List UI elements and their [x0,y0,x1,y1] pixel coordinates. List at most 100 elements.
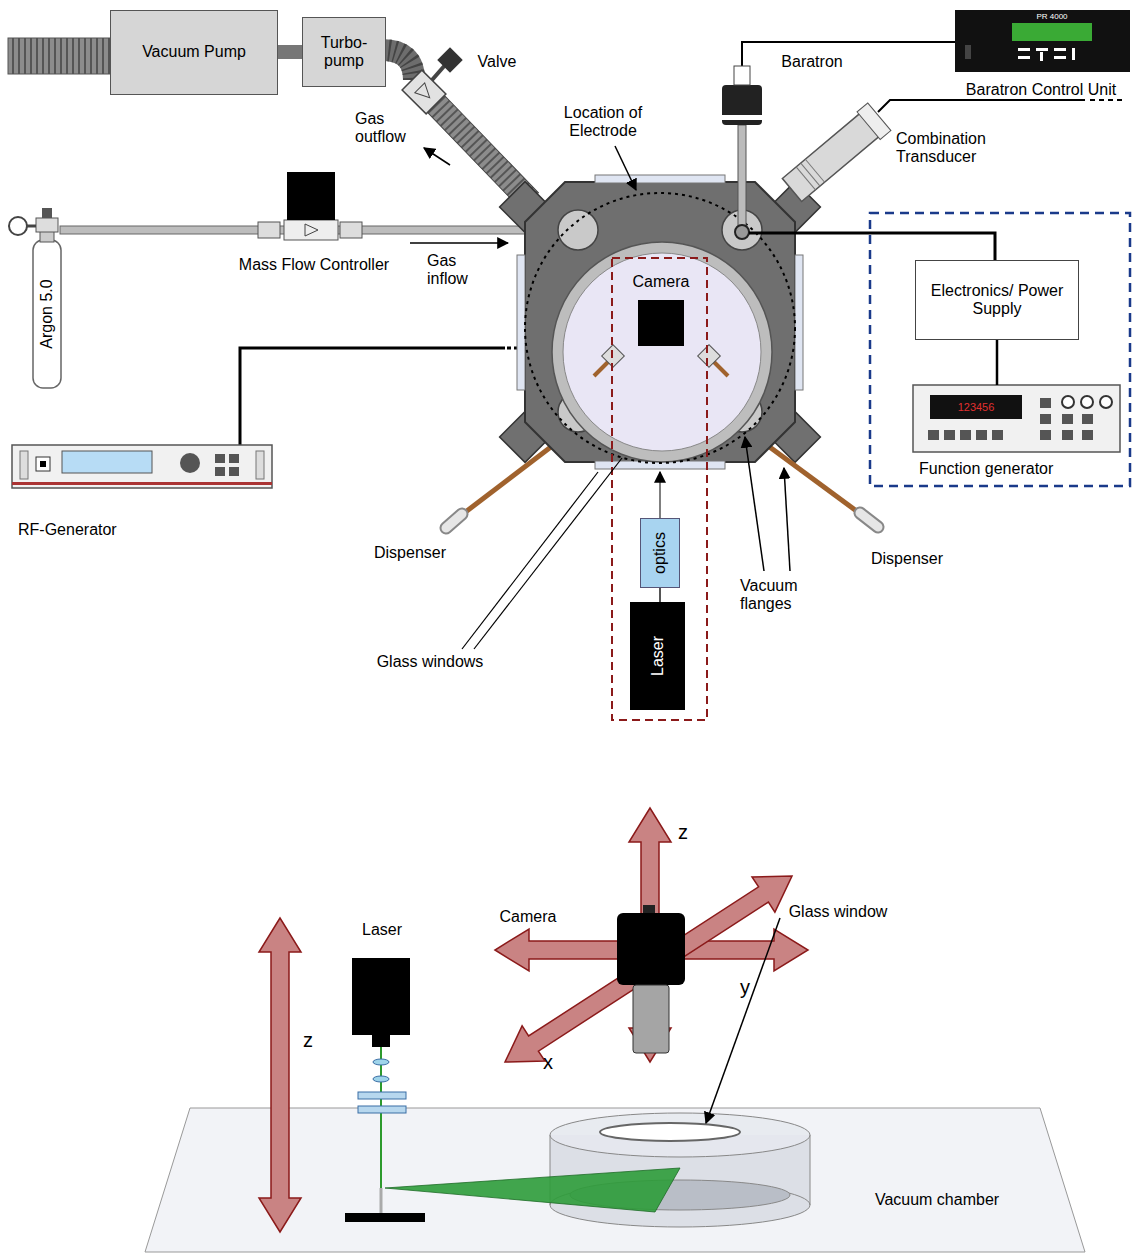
connector [278,45,302,59]
illustration-line [796,167,815,190]
part-label: Gas outflow [355,110,417,147]
illustration-path [382,50,414,80]
illustration-line [860,513,878,527]
node-text: optics [651,532,669,574]
illustration-path [878,100,1085,112]
illustration-rect [229,467,239,476]
illustration-rect [40,461,46,467]
node-text: Turbo- pump [307,34,381,71]
axis-arrow [259,918,301,1232]
illustration-line [455,440,560,520]
part-label: Vacuum chamber [875,1191,999,1209]
illustration-rect [698,345,721,368]
illustration-ellipse [373,1076,389,1082]
illustration-circle [563,253,761,451]
illustration-rect [612,258,707,720]
illustration-circle [552,242,772,462]
illustration-rect [215,467,225,476]
illustration-rect [1054,48,1066,51]
node-text: Laser [648,636,666,676]
part-label: x [543,1051,553,1074]
illustration-path [240,348,505,445]
illustration-rect [358,1092,406,1099]
illustration-line [474,458,622,649]
illustration-rect [595,175,725,183]
connector [996,340,999,385]
part-label: PR 4000 [1036,12,1067,21]
illustration-rect [8,38,110,74]
illustration-rect [42,208,52,218]
part-label: Glass windows [377,653,484,671]
illustration-g [698,345,721,368]
part-label: Camera [633,273,690,291]
illustration-rect [960,430,971,440]
illustration-rect [229,454,239,463]
illustration-rect [633,985,669,1053]
illustration-line [462,472,598,649]
part-label: Combination Transducer [896,130,1008,167]
illustration-rect [258,222,280,238]
device-box: Electronics/ Power Supply [915,260,1079,340]
illustration-circle [1081,396,1093,408]
part-label: Vacuum flanges [740,577,812,614]
illustration-line [380,1188,383,1213]
part-label: Mass Flow Controller [239,256,389,274]
illustration-rect [517,255,525,390]
illustration-rect [913,385,1120,452]
illustration-line [860,513,878,527]
illustration-rect [352,958,410,1035]
device-box: Function generator [913,385,1125,480]
illustration-rect [870,213,1130,486]
illustration-line [27,225,36,228]
illustration-rect [722,85,762,125]
part-label: Baratron Control Unit [966,81,1116,99]
illustration-rect [287,172,335,220]
illustration-rect [1036,48,1048,51]
illustration-line [410,242,508,244]
pump-box: Vacuum Pump [110,10,278,95]
illustration-rect [437,47,462,72]
part-label: 123456 [958,401,995,414]
axis-arrow [505,876,792,1062]
illustration-g [780,103,890,204]
illustration-rect [12,445,272,488]
illustration-rect [215,454,225,463]
optics-box: optics [640,518,680,588]
illustration-line [784,468,790,571]
illustration-circle [180,453,200,473]
part-label: Baratron [781,53,842,71]
illustration-rect [1018,56,1030,59]
illustration-rect [20,451,28,479]
illustration-circle [9,217,27,235]
illustration-rect [372,1035,390,1047]
illustration-polygon [385,1168,680,1212]
part-label: Argon 5.0 [38,279,56,348]
illustration-line [659,472,661,518]
illustration-polygon [525,182,795,462]
illustration-rect [345,1213,425,1222]
part-label: Valve [478,53,517,71]
illustration-rect [1018,48,1030,51]
illustration-rect [930,395,1022,419]
illustration-rect [965,45,971,59]
illustration-rect [722,115,762,120]
illustration-circle [1062,396,1074,408]
part-label: z [678,821,688,844]
illustration-rect [340,222,362,238]
illustration-rect [1062,414,1073,424]
illustration-rect [617,913,685,985]
illustration-rect [284,220,338,240]
illustration-path [382,50,414,80]
illustration-line [805,159,824,182]
illustration-g [402,70,446,114]
illustration-line [380,1047,382,1188]
node-text: RF-Generator [18,521,117,539]
node-text: Function generator [919,460,1053,478]
illustration-line [706,918,780,1123]
illustration-g [437,47,462,72]
illustration-rect [1040,430,1051,440]
part-label: Laser [362,921,402,939]
illustration-rect [795,255,803,390]
illustration-rect [1082,430,1093,440]
